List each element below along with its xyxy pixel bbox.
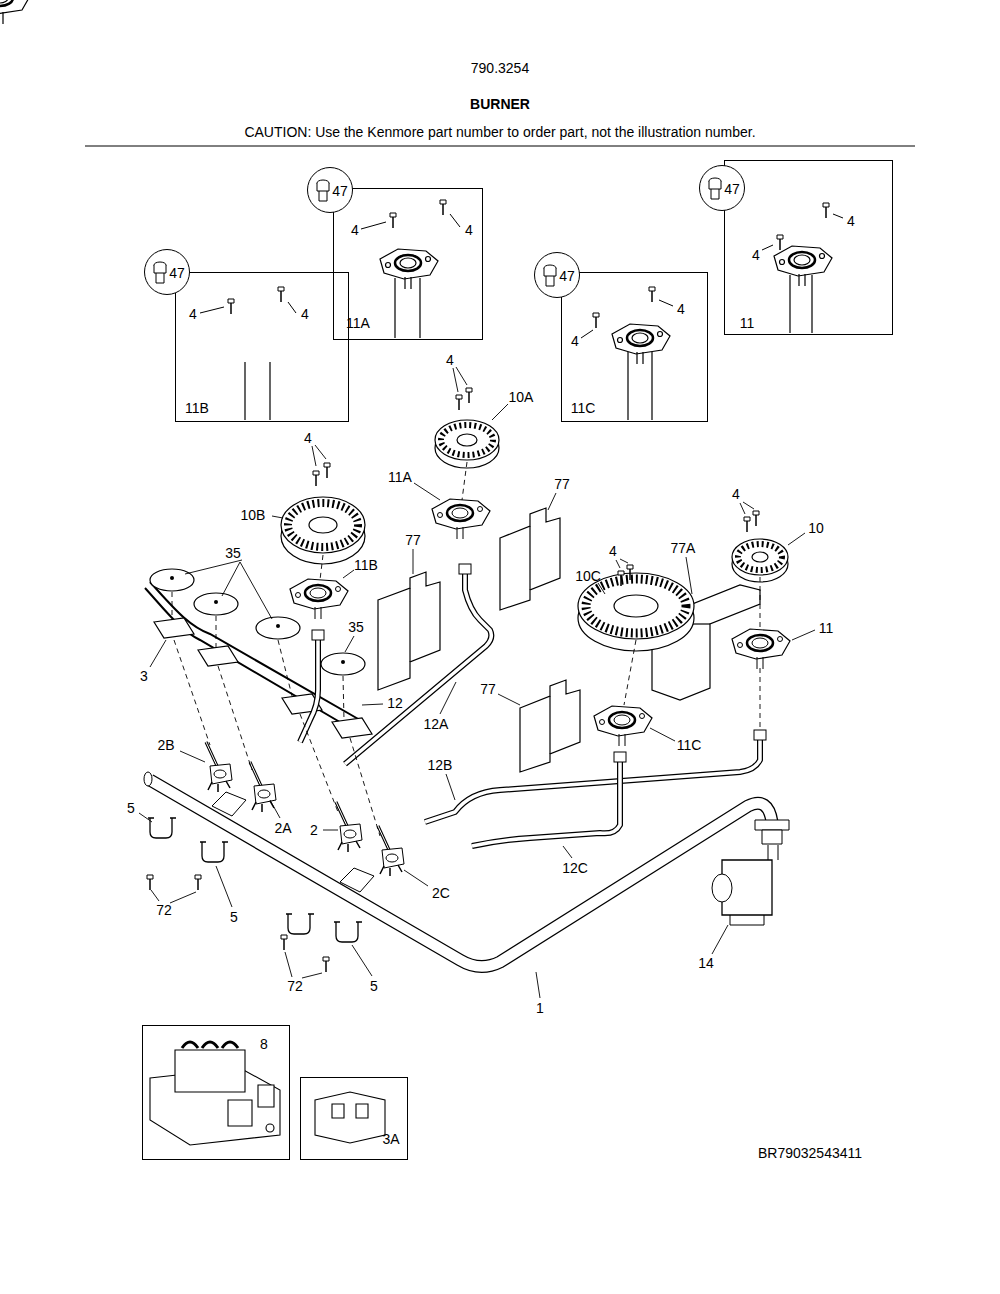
callout-number: 4	[304, 430, 312, 446]
callout-number: 4	[189, 306, 197, 322]
inset-box: 3A	[300, 1077, 408, 1160]
callout-number: 4	[609, 543, 617, 559]
callout-number: 11A	[346, 315, 370, 331]
callout-number: 2C	[432, 885, 450, 901]
callout-number: 2A	[274, 820, 291, 836]
callout-number: 4	[571, 333, 579, 349]
callout-number: 11B	[185, 400, 209, 416]
inset-box: 4 4 11C	[561, 272, 708, 422]
callout-number: 5	[230, 909, 238, 925]
callout-number: 2	[310, 822, 318, 838]
callout-number: 77	[405, 532, 421, 548]
callout-number: 4	[351, 222, 359, 238]
reference-code: BR79032543411	[758, 1145, 862, 1161]
callout-number: 3A	[382, 1131, 399, 1147]
callout-number: 12B	[428, 757, 453, 773]
title: BURNER	[470, 96, 530, 112]
inset-box: 4 4 11A	[333, 188, 483, 340]
callout-number: 2B	[157, 737, 174, 753]
callout-number: 10C	[575, 568, 601, 584]
part-number: 47	[332, 183, 348, 199]
callout-number: 11	[819, 620, 834, 636]
inset-box: 4 4 11B	[175, 272, 349, 422]
callout-number: 12C	[562, 860, 588, 876]
callout-number: 4	[732, 486, 740, 502]
callout-number: 4	[446, 352, 454, 368]
callout-number: 77	[480, 681, 496, 697]
callout-number: 35	[225, 545, 241, 561]
callout-number: 5	[370, 978, 378, 994]
callout-number: 72	[156, 902, 172, 918]
part-circle: 47	[307, 167, 353, 213]
part-number: 47	[559, 268, 575, 284]
callout-number: 77	[554, 476, 570, 492]
part-circle: 47	[699, 165, 745, 211]
callout-number: 10	[808, 520, 824, 536]
callout-number: 35	[348, 619, 364, 635]
callout-number: 1	[536, 1000, 544, 1016]
inset-box: 8	[142, 1025, 290, 1160]
callout-number: 12	[387, 695, 403, 711]
callout-number: 11	[740, 315, 755, 331]
callout-number: 4	[847, 213, 855, 229]
callout-number: 4	[301, 306, 309, 322]
inset-box: 4 4 11	[724, 160, 893, 335]
callout-number: 4	[677, 301, 685, 317]
callout-number: 5	[127, 800, 135, 816]
part-circle: 47	[534, 252, 580, 298]
callout-number: 4	[465, 222, 473, 238]
part-number: 47	[169, 265, 185, 281]
part-number: 47	[724, 181, 740, 197]
callout-number: 11B	[354, 557, 378, 573]
callout-number: 10A	[509, 389, 534, 405]
callout-number: 11C	[677, 737, 702, 753]
part-circle: 47	[144, 249, 190, 295]
reference-code: 790.3254	[471, 60, 529, 76]
callout-number: 4	[752, 247, 760, 263]
caution-note: CAUTION: Use the Kenmore part number to …	[244, 124, 755, 140]
callout-number: 72	[287, 978, 303, 994]
callout-number: 11C	[571, 400, 596, 416]
callout-number: 10B	[241, 507, 266, 523]
callout-number: 3	[140, 668, 148, 684]
callout-number: 12A	[424, 716, 449, 732]
callout-number: 14	[698, 955, 714, 971]
callout-number: 11A	[388, 469, 412, 485]
callout-number: 8	[260, 1036, 268, 1052]
callout-number: 77A	[671, 540, 696, 556]
